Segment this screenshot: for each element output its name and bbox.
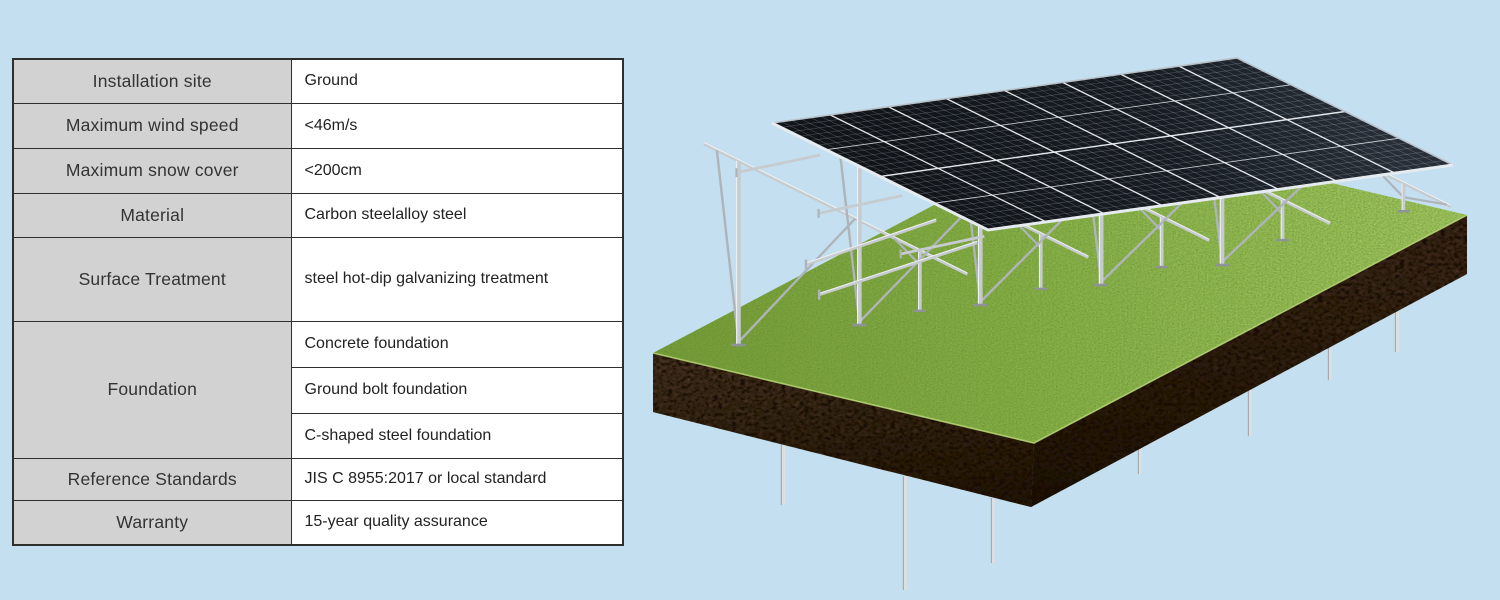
spec-value: Ground bolt foundation xyxy=(290,366,624,414)
panel-grid-lines xyxy=(780,59,1445,229)
soil-block xyxy=(652,125,1468,507)
spec-value: steel hot-dip galvanizing treatment xyxy=(290,236,624,322)
spec-value: Carbon steelalloy steel xyxy=(290,192,624,238)
spec-value: 15-year quality assurance xyxy=(290,499,624,546)
ground-screws xyxy=(780,312,1399,590)
spec-label: Reference Standards xyxy=(12,457,292,501)
spec-row: Maximum snow cover<200cm xyxy=(12,147,624,194)
soil-front-face xyxy=(653,353,1034,507)
spec-row: C-shaped steel foundation xyxy=(13,412,624,459)
spec-label: Maximum wind speed xyxy=(12,102,292,149)
spec-value: <200cm xyxy=(290,147,624,194)
grass-top xyxy=(653,125,1467,443)
panel-frame-front-edge xyxy=(771,121,1454,232)
spec-label: Material xyxy=(12,192,292,238)
solar-mount-illustration xyxy=(640,0,1500,600)
spec-value: Ground xyxy=(290,58,624,104)
spec-label: Surface Treatment xyxy=(12,236,292,322)
spec-label: Warranty xyxy=(12,499,292,546)
grass-edge-highlight xyxy=(652,214,1468,444)
spec-row: Maximum wind speed<46m/s xyxy=(12,102,624,149)
spec-value: <46m/s xyxy=(290,102,624,149)
panel-frame-back-edge xyxy=(771,57,1454,166)
spec-label: Maximum snow cover xyxy=(12,147,292,194)
spec-value: JIS C 8955:2017 or local standard xyxy=(290,457,624,501)
soil-right-face xyxy=(1031,215,1467,507)
solar-array xyxy=(771,57,1454,232)
spec-row: Ground bolt foundation xyxy=(13,366,624,414)
spec-value: Concrete foundation xyxy=(290,320,624,368)
spec-label: Installation site xyxy=(12,58,292,104)
spec-value: C-shaped steel foundation xyxy=(290,412,624,459)
spec-label: Foundation xyxy=(12,320,292,459)
